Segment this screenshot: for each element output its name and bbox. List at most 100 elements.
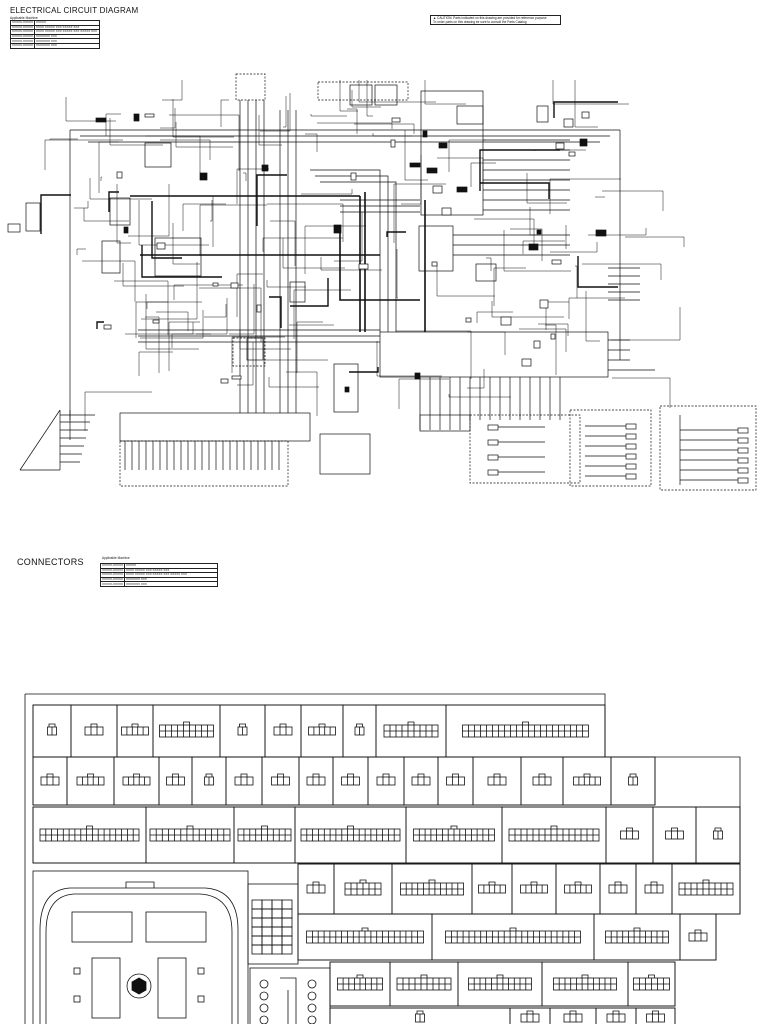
wire xyxy=(82,260,136,302)
connector-cells xyxy=(32,704,741,1024)
wire xyxy=(436,263,495,297)
wire xyxy=(448,139,486,172)
wire xyxy=(236,168,269,204)
wire xyxy=(210,200,213,222)
component-symbol xyxy=(422,130,428,138)
connectors-title: CONNECTORS xyxy=(17,557,84,567)
connector-cell xyxy=(367,756,405,806)
component-symbol xyxy=(568,151,576,157)
wire xyxy=(448,394,511,398)
wire xyxy=(602,190,664,211)
component-symbol xyxy=(123,226,129,234)
ground-block xyxy=(7,223,21,233)
component-symbol xyxy=(133,113,140,122)
connector-cell xyxy=(191,756,227,806)
wire xyxy=(138,351,173,376)
connector-cell xyxy=(627,961,676,1007)
wire xyxy=(172,99,234,138)
warning-icon: ▲ xyxy=(433,16,437,20)
wire xyxy=(175,122,233,148)
wire xyxy=(310,114,347,117)
caution-note: ▲ CAUTION: Parts indicated on this drawi… xyxy=(430,15,561,25)
connector-cell xyxy=(294,806,407,864)
connector-cell xyxy=(297,863,335,915)
wire xyxy=(304,225,366,274)
sub-connector-block xyxy=(319,433,371,475)
wire xyxy=(545,324,557,375)
connector-cell xyxy=(501,806,607,864)
connector-cell xyxy=(145,806,235,864)
connector-cell xyxy=(297,913,433,961)
connector-cell xyxy=(116,704,154,758)
connector-cell xyxy=(329,961,391,1007)
connector-cell xyxy=(233,806,296,864)
connector-cell xyxy=(66,756,115,806)
wire xyxy=(268,377,319,388)
component-symbol xyxy=(333,224,342,234)
component-symbol xyxy=(156,242,166,250)
grid-pin xyxy=(251,935,263,946)
wire xyxy=(237,342,254,386)
dashed-group-top xyxy=(235,73,266,101)
wire xyxy=(585,291,600,342)
wire xyxy=(182,203,226,231)
component-symbol xyxy=(144,113,155,118)
grid-pin xyxy=(261,917,273,928)
wire xyxy=(140,310,204,339)
wire xyxy=(317,122,393,129)
grid-pin xyxy=(281,926,293,937)
connector-cell xyxy=(520,756,564,806)
connector-cell xyxy=(261,756,300,806)
wire xyxy=(40,194,71,234)
connector-cell xyxy=(593,913,681,961)
component-symbol xyxy=(261,164,269,172)
wire xyxy=(122,263,184,287)
component-symbol xyxy=(344,386,350,393)
wire xyxy=(212,195,267,247)
connectors-applicable-cell: XXXXX-XXXXX xyxy=(99,581,126,587)
wire xyxy=(114,280,169,335)
component-symbol xyxy=(579,138,588,147)
connector-cell xyxy=(158,756,193,806)
dashed-group-right-1 xyxy=(469,414,581,484)
connector-cell xyxy=(635,863,673,915)
connector-cell xyxy=(391,863,473,915)
wire xyxy=(354,123,415,134)
component-symbol xyxy=(431,261,438,267)
component-symbol xyxy=(103,324,112,330)
connector-cell xyxy=(300,704,344,758)
connector-cell xyxy=(562,756,612,806)
connector-cell xyxy=(555,863,601,915)
component-symbol xyxy=(551,259,562,265)
connector-cell xyxy=(264,704,302,758)
connector-cell xyxy=(152,704,221,758)
wire xyxy=(625,236,685,247)
wire xyxy=(396,330,472,379)
component-symbol xyxy=(521,358,532,367)
wire xyxy=(588,228,647,236)
applicable-machine-cell: XXXXX-XXXXX xyxy=(9,43,36,49)
connector-cell xyxy=(599,863,637,915)
wire xyxy=(145,294,199,350)
meter-block xyxy=(333,363,359,413)
wire xyxy=(89,178,152,200)
wire xyxy=(366,80,373,117)
right-terminals-3 xyxy=(679,415,749,485)
caution-line-2: To order parts on this drawing be sure t… xyxy=(433,20,527,24)
component-symbol xyxy=(533,340,541,349)
grid-pin xyxy=(251,908,263,919)
component-symbol xyxy=(581,111,590,119)
component-symbol xyxy=(152,319,160,324)
wire xyxy=(549,178,621,214)
connector-row-7 xyxy=(329,1007,676,1024)
component-symbol xyxy=(95,117,107,123)
connector-cell xyxy=(511,863,557,915)
caution-line-1: CAUTION: Parts indicated on this drawing… xyxy=(437,16,547,20)
wire xyxy=(173,284,243,300)
connector-cell xyxy=(635,1007,676,1024)
connector-cell xyxy=(679,913,717,961)
